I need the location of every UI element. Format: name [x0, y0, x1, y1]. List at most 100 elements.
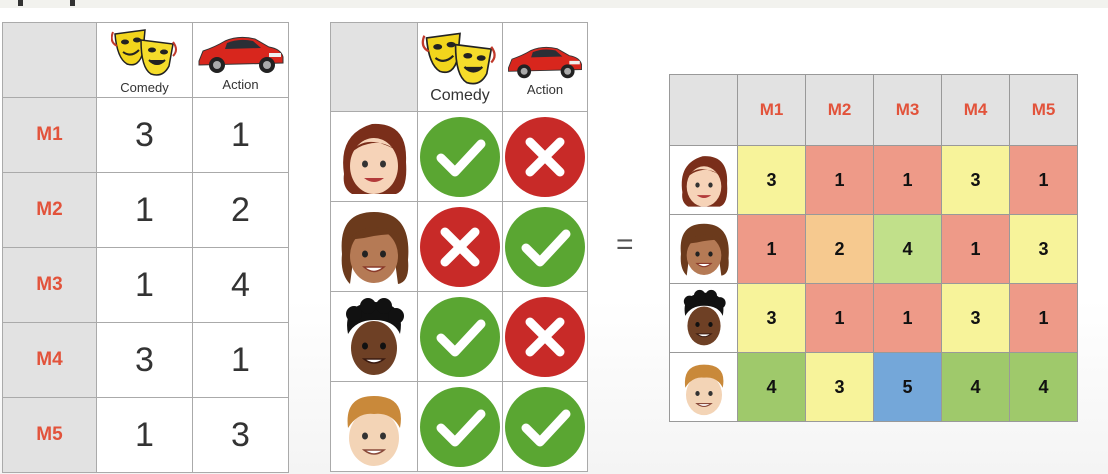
table-row — [330, 381, 588, 472]
score-cell: 4 — [941, 352, 1010, 422]
user-3-face — [669, 283, 738, 353]
table-row: M2 1 2 — [2, 172, 289, 248]
check-icon — [420, 116, 500, 197]
cross-icon — [505, 116, 585, 197]
score-cell: 1 — [805, 283, 874, 353]
user-1-comedy-mark — [417, 111, 503, 202]
user-3-comedy-mark — [417, 291, 503, 382]
movie-label-m3: M3 — [2, 247, 97, 323]
score-cell: 3 — [737, 145, 806, 215]
table-row: 3 1 1 3 1 — [669, 283, 1078, 353]
table-row: M5 1 3 — [2, 397, 289, 473]
table-row — [330, 201, 588, 292]
user-2-face — [330, 201, 418, 292]
woman-brown-hair-avatar — [681, 156, 727, 207]
score-cell: 1 — [805, 145, 874, 215]
movie-column-m2: M2 — [805, 74, 874, 146]
user-4-action-mark — [502, 381, 588, 472]
movie-label-m4: M4 — [2, 322, 97, 398]
m3-comedy-score: 1 — [96, 247, 193, 323]
score-cell: 3 — [805, 352, 874, 422]
movie-column-m3: M3 — [873, 74, 942, 146]
user-3-action-mark — [502, 291, 588, 382]
man-curly-hair-avatar — [683, 289, 726, 346]
score-cell: 1 — [1009, 283, 1078, 353]
table-row — [330, 111, 588, 202]
score-cell: 3 — [737, 283, 806, 353]
table-row: M4 3 1 — [2, 322, 289, 398]
genre-header-comedy: Comedy — [417, 22, 503, 112]
equals-sign: = — [616, 228, 634, 261]
user-2-action-mark — [502, 201, 588, 292]
table-row: M3 1 4 — [2, 247, 289, 323]
movie-column-m5: M5 — [1009, 74, 1078, 146]
score-cell: 1 — [873, 145, 942, 215]
user-genre-header-row: Comedy Action — [330, 22, 588, 112]
movie-column-m1: M1 — [737, 74, 806, 146]
user-1-face — [330, 111, 418, 202]
check-icon — [505, 206, 585, 287]
m4-action-score: 1 — [192, 322, 289, 398]
m4-comedy-score: 3 — [96, 322, 193, 398]
man-curly-hair-avatar — [346, 297, 404, 375]
m5-comedy-score: 1 — [96, 397, 193, 473]
movie-genre-table: Comedy Action M1 3 1 M2 1 2 M3 1 4 M4 3 … — [2, 22, 289, 473]
check-icon — [420, 386, 500, 467]
genre-label-comedy: Comedy — [430, 87, 490, 104]
user-1-action-mark — [502, 111, 588, 202]
check-icon — [420, 296, 500, 377]
table-corner — [330, 22, 418, 112]
score-cell: 3 — [941, 283, 1010, 353]
m1-comedy-score: 3 — [96, 97, 193, 173]
m3-action-score: 4 — [192, 247, 289, 323]
woman-brown-hair-avatar — [343, 123, 407, 194]
sports-car-icon — [508, 46, 582, 78]
table-row: 4 3 5 4 4 — [669, 352, 1078, 422]
table-row: 3 1 1 3 1 — [669, 145, 1078, 215]
woman-dark-skin-avatar — [341, 211, 409, 284]
user-2-comedy-mark — [417, 201, 503, 292]
score-cell: 1 — [873, 283, 942, 353]
m2-comedy-score: 1 — [96, 172, 193, 248]
genre-label-comedy: Comedy — [120, 79, 169, 95]
score-cell: 3 — [941, 145, 1010, 215]
user-3-face — [330, 291, 418, 382]
user-movie-score-matrix: M1 M2 M3 M4 M5 3 1 1 3 1 — [669, 74, 1078, 422]
m1-action-score: 1 — [192, 97, 289, 173]
user-4-comedy-mark — [417, 381, 503, 472]
boy-blond-hair-avatar — [347, 395, 401, 466]
genre-header-action: Action — [502, 22, 588, 112]
score-header-row: M1 M2 M3 M4 M5 — [669, 74, 1078, 146]
score-cell: 5 — [873, 352, 942, 422]
table-row: M1 3 1 — [2, 97, 289, 173]
m2-action-score: 2 — [192, 172, 289, 248]
score-cell: 1 — [737, 214, 806, 284]
movie-label-m2: M2 — [2, 172, 97, 248]
score-cell: 1 — [941, 214, 1010, 284]
user-genre-table: Comedy Action — [330, 22, 588, 472]
table-corner — [669, 74, 738, 146]
table-corner — [2, 22, 97, 98]
cross-icon — [420, 206, 500, 287]
score-cell: 1 — [1009, 145, 1078, 215]
genre-header-comedy: Comedy — [96, 22, 193, 98]
genre-header-action: Action — [192, 22, 289, 98]
user-1-face — [669, 145, 738, 215]
movie-label-m1: M1 — [2, 97, 97, 173]
user-4-face — [330, 381, 418, 472]
user-4-face — [669, 352, 738, 422]
cross-icon — [505, 296, 585, 377]
score-cell: 4 — [737, 352, 806, 422]
boy-blond-hair-avatar — [684, 364, 723, 416]
check-icon — [505, 386, 585, 467]
table-row: 1 2 4 1 3 — [669, 214, 1078, 284]
comedy-masks-icon — [110, 28, 177, 76]
score-cell: 2 — [805, 214, 874, 284]
woman-dark-skin-avatar — [680, 223, 729, 276]
top-mark-left — [18, 0, 23, 6]
genre-label-action: Action — [526, 81, 564, 97]
score-cell: 4 — [1009, 352, 1078, 422]
comedy-masks-icon — [421, 32, 496, 85]
movie-label-m5: M5 — [2, 397, 97, 473]
genre-label-action: Action — [222, 76, 259, 92]
